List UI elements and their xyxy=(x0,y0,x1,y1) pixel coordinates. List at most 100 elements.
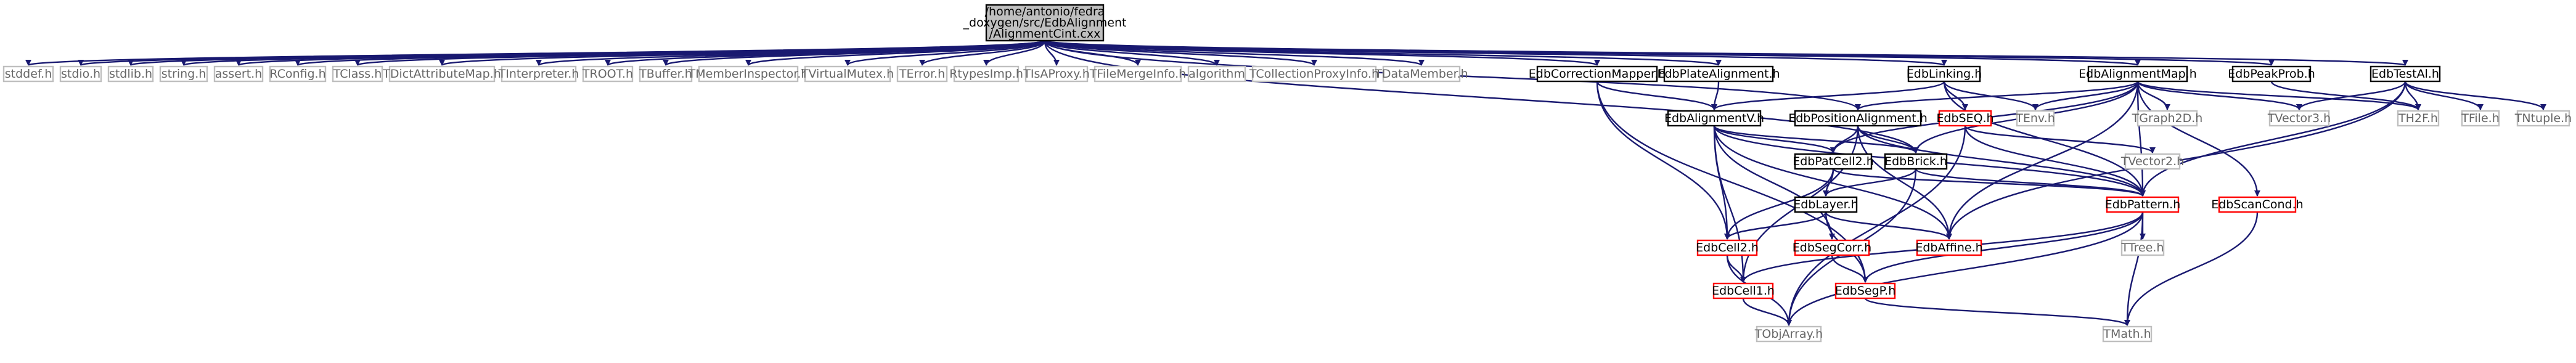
include-edge xyxy=(1864,297,2130,327)
node-box xyxy=(501,65,577,83)
file-node-edbalignmentmap[interactable]: EdbAlignmentMap.h xyxy=(2079,65,2197,83)
file-node-edbsegp[interactable]: EdbSegP.h xyxy=(1835,282,1896,300)
file-node-edblayer[interactable]: EdbLayer.h xyxy=(1793,196,1858,213)
include-edge xyxy=(983,40,1046,66)
file-node-th2f: TH2F.h xyxy=(2397,110,2440,127)
node-box xyxy=(2136,110,2198,127)
include-edge xyxy=(1855,80,2139,111)
node-label: assert.h xyxy=(215,67,262,81)
node-box xyxy=(804,65,891,83)
file-node-tmemberinspector: TMemberInspector.h xyxy=(688,65,809,83)
include-edge xyxy=(844,39,1046,67)
node-label: stdio.h xyxy=(61,67,100,81)
file-node-stdio: stdio.h xyxy=(59,65,102,83)
file-node-edbcell1[interactable]: EdbCell1.h xyxy=(1712,282,1775,300)
node-box xyxy=(332,65,383,83)
node-label: TTree.h xyxy=(2121,241,2164,255)
file-node-rconfig: RConfig.h xyxy=(269,65,327,83)
node-label: TROOT.h xyxy=(582,67,633,81)
file-node-edbcorrectionmapper[interactable]: EdbCorrectionMapper.h xyxy=(1529,65,1666,83)
file-node-stdlib: stdlib.h xyxy=(107,65,154,83)
node-label: stddef.h xyxy=(5,67,52,81)
file-node-tcollectionproxyinfo: TCollectionProxyInfo.h xyxy=(1249,65,1379,83)
file-node-rtypesimp: RtypesImp.h xyxy=(949,65,1023,83)
file-node-algorithm: algorithm xyxy=(1187,65,1246,83)
file-node-edbscancond[interactable]: EdbScanCond.h xyxy=(2211,196,2304,213)
node-label: TFileMergeInfo.h xyxy=(1089,67,1186,81)
include-edge xyxy=(745,39,1046,67)
include-edge xyxy=(1825,211,1952,240)
node-box xyxy=(388,65,496,83)
node-label: string.h xyxy=(162,67,206,81)
include-edge xyxy=(1964,125,2146,197)
node-label: TFile.h xyxy=(2461,112,2499,125)
node-label: TMemberInspector.h xyxy=(688,67,809,81)
node-box xyxy=(1696,239,1758,256)
file-node-edbsegcorr[interactable]: EdbSegCorr.h xyxy=(1793,239,1871,256)
file-node-edbplatealignment[interactable]: EdbPlateAlignment.h xyxy=(1657,65,1780,83)
file-node-edbpattern[interactable]: EdbPattern.h xyxy=(2105,196,2181,213)
node-box xyxy=(2016,110,2055,127)
include-edge xyxy=(1713,125,1746,283)
file-node-edblinking[interactable]: EdbLinking.h xyxy=(1907,65,1982,83)
file-node-tdictattributemap: TDictAttributeMap.h xyxy=(382,65,501,83)
include-edge xyxy=(2124,211,2259,326)
node-label: EdbLinking.h xyxy=(1907,67,1982,81)
include-edge xyxy=(1713,125,1836,153)
node-box xyxy=(2461,110,2500,127)
node-label: TInterpreter.h xyxy=(498,67,579,81)
file-node-tfile: TFile.h xyxy=(2461,110,2500,127)
node-box xyxy=(1382,65,1461,83)
file-node-edbcell2[interactable]: EdbCell2.h xyxy=(1696,239,1759,256)
file-node-edbseq[interactable]: EdbSEQ.h xyxy=(1936,110,1994,127)
node-label: EdbSegCorr.h xyxy=(1793,241,1871,255)
include-edge xyxy=(2124,211,2144,326)
node-label: TError.h xyxy=(899,67,945,81)
include-edge xyxy=(1742,298,1792,326)
node-label: /AlignmentCint.cxx xyxy=(989,27,1101,41)
node-label: TH2F.h xyxy=(2398,112,2438,125)
node-label: /home/antonio/fedra xyxy=(985,5,1105,18)
include-edge xyxy=(2136,81,2146,197)
file-node-edbbrick[interactable]: EdbBrick.h xyxy=(1884,153,1948,170)
node-label: EdbCorrectionMapper.h xyxy=(1529,67,1666,81)
node-box xyxy=(159,65,208,83)
node-box xyxy=(1187,65,1246,83)
file-node-edbpositionalignment[interactable]: EdbPositionAlignment.h xyxy=(1788,110,1928,127)
include-edge xyxy=(1786,125,1966,326)
node-box xyxy=(2370,65,2441,83)
include-edge xyxy=(1857,125,1952,240)
file-node-tgraph2d: TGraph2D.h xyxy=(2132,110,2202,127)
file-node-tmath: TMath.h xyxy=(2102,325,2153,343)
file-node-edbaffine[interactable]: EdbAffine.h xyxy=(1915,239,1983,256)
include-edge xyxy=(2136,80,2421,111)
node-label: TVector2.h xyxy=(2120,155,2184,168)
node-box xyxy=(2106,196,2180,213)
file-node-terror: TError.h xyxy=(896,65,948,83)
node-label: RtypesImp.h xyxy=(949,67,1023,81)
file-node-tinterpreter: TInterpreter.h xyxy=(498,65,579,83)
file-node-stddef: stddef.h xyxy=(2,65,54,83)
file-node-root: /home/antonio/fedra_doxygen/src/EdbAlign… xyxy=(963,4,1126,42)
include-edge xyxy=(1044,40,1220,67)
node-label: stdlib.h xyxy=(109,67,152,81)
include-edge xyxy=(2140,81,2406,197)
node-box xyxy=(1938,110,1992,127)
node-box xyxy=(2,65,54,83)
node-label: EdbAffine.h xyxy=(1915,241,1982,255)
node-box xyxy=(985,4,1105,42)
node-box xyxy=(1794,110,1922,127)
node-label: TNtuple.h xyxy=(2514,112,2572,125)
file-node-tobjarray: TObjArray.h xyxy=(1754,325,1823,343)
node-box xyxy=(1907,65,1981,83)
file-node-edbalignmentv[interactable]: EdbAlignmentV.h xyxy=(1664,110,1764,127)
file-node-edbpeakprob[interactable]: EdbPeakProb.h xyxy=(2228,65,2315,83)
file-node-edbpatcell2[interactable]: EdbPatCell2.h xyxy=(1793,153,1874,170)
file-node-edbtestal[interactable]: EdbTestAl.h xyxy=(2370,65,2441,83)
node-box xyxy=(2231,65,2312,83)
node-box xyxy=(1794,153,1873,170)
node-label: EdbPeakProb.h xyxy=(2228,67,2315,81)
node-label: algorithm xyxy=(1188,67,1245,81)
node-label: EdbBrick.h xyxy=(1884,155,1947,168)
